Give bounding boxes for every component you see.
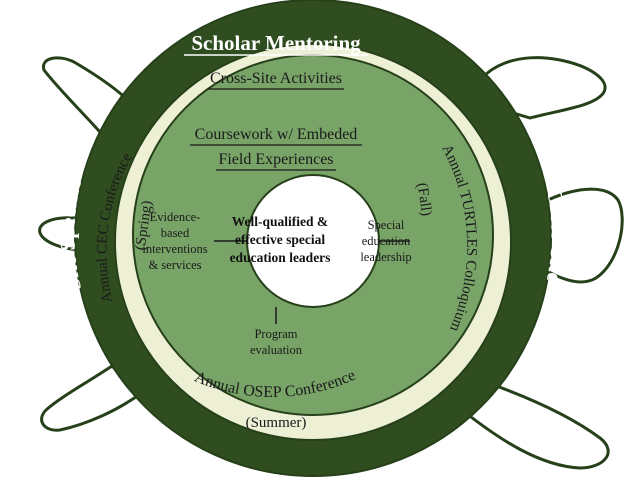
evidence-line: Evidence- — [150, 210, 201, 224]
center-line: education leaders — [230, 250, 331, 265]
coursework-title-line2: Field Experiences — [218, 151, 333, 168]
turtles-season-label: (Fall) — [414, 182, 434, 217]
evaluation-line: Program — [254, 327, 297, 341]
cec-season-label: (Spring) — [133, 200, 156, 252]
cross-site-label: Cross-Site — [542, 186, 571, 284]
coursework-title-line1: Coursework w/ Embeded — [195, 126, 358, 143]
leadership-line: Special — [368, 218, 405, 232]
evidence-line: interventions — [142, 242, 207, 256]
evidence-based-label: Evidence- based interventions & services — [142, 210, 207, 272]
rear-left-flipper — [40, 364, 143, 432]
center-line: effective special — [235, 232, 326, 247]
leadership-line: education — [362, 234, 411, 248]
evidence-line: & services — [148, 258, 201, 272]
head — [526, 187, 624, 284]
osep-season-label: (Summer) — [246, 415, 307, 431]
cross-site-activities-title: Cross-Site Activities — [210, 70, 342, 87]
evaluation-line: evaluation — [250, 343, 303, 357]
scholar-mentoring-label: Scholar Mentoring — [191, 31, 361, 55]
program-evaluation-label: Program evaluation — [250, 327, 303, 357]
leadership-line: leadership — [360, 250, 411, 264]
center-line: Well-qualified & — [232, 214, 328, 229]
center-label: Well-qualified & effective special educa… — [230, 214, 331, 265]
rear-right-flipper — [460, 378, 610, 470]
spokes — [214, 240, 410, 324]
special-education-leadership-label: Special education leadership — [360, 218, 411, 264]
evidence-line: based — [161, 226, 190, 240]
